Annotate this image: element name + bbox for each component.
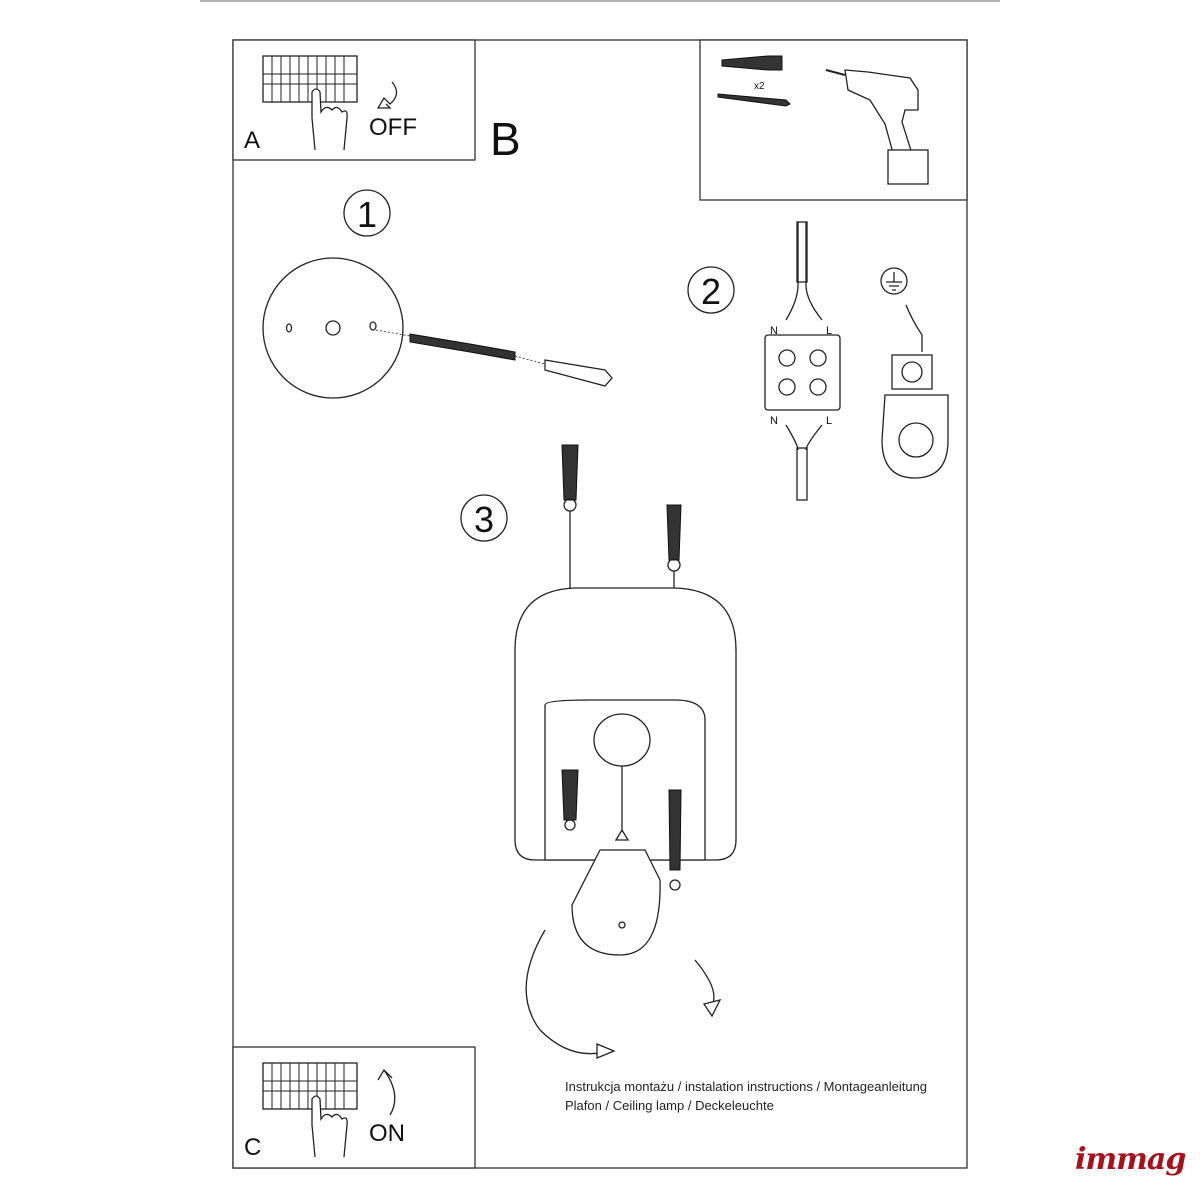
power-on-label: ON [369,1120,405,1147]
fuse-box-icon [262,55,358,103]
lamp-assembly-drawing [514,444,737,1059]
hand-icon [311,88,348,151]
panel-c-power-on: C ON [232,1046,476,1169]
mounting-plate-drawing [262,257,613,399]
svg-text:3: 3 [474,499,494,540]
step-1-badge: 1 [343,189,391,237]
hand-icon [311,1095,348,1158]
screw-icon [717,93,791,107]
wire-l-bottom: L [826,415,832,427]
fuse-box-icon [262,1062,358,1110]
arrow-down-icon [376,81,398,109]
main-frame [232,39,968,1169]
panel-a-label: A [244,127,260,154]
panel-a-power-off: A OFF [232,39,476,161]
panel-b-label: B [490,113,521,165]
wire-n-top: N [770,325,778,337]
terminal-block-drawing: N L N L [764,221,841,501]
svg-text:2: 2 [701,271,721,312]
wire-n-bottom: N [770,415,778,427]
caption-line-1: Instrukcja montażu / instalation instruc… [565,1079,928,1094]
drill-icon [825,69,929,185]
power-off-label: OFF [369,114,417,141]
caption-line-2: Plafon / Ceiling lamp / Deckeleuchte [565,1098,774,1113]
brand-logo: immag [1075,1142,1186,1177]
step-3-badge: 3 [460,494,508,542]
ground-icon [886,272,902,291]
quantity-label: x2 [754,81,765,92]
svg-text:1: 1 [357,194,377,235]
wall-plug-icon [721,55,783,71]
arrow-up-icon [377,1068,396,1116]
light-bulb [571,849,661,956]
panel-c-label: C [244,1134,261,1161]
wire-l-top: L [826,325,832,337]
ground-terminal-drawing [880,267,949,479]
step-2-badge: 2 [687,266,735,314]
tools-panel: x2 [699,39,968,201]
